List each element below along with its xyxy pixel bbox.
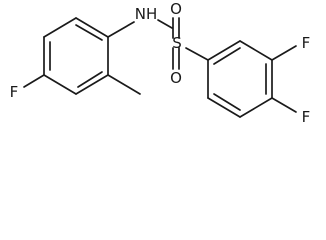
bond [43,74,77,95]
bond [239,97,273,118]
atom-label-fluorine-right-top: F [302,34,311,52]
bond-c-methyl [107,74,141,95]
atom-label-fluorine-left: F [10,83,19,101]
left-benzene-ring [43,17,109,95]
bond [207,40,241,61]
double-bond-inner [213,93,241,111]
bond-c-n [107,21,135,38]
chemical-structure-diagram: NH S O O F F F [10,0,311,126]
atom-label-oxygen-bottom: O [170,69,182,87]
bond [207,97,241,118]
bond-c-f [271,97,297,113]
bond-n-s [157,19,173,29]
bond [239,40,273,61]
atom-label-fluorine-right-bottom: F [302,108,311,126]
right-benzene-ring [207,40,273,118]
double-bond-inner [77,71,103,88]
bond [43,17,77,38]
double-bond-inner [213,47,241,65]
double-bond-inner [75,24,103,41]
bond [75,17,109,38]
atom-label-nh: NH [135,5,158,23]
atom-label-sulfur: S [172,34,182,52]
atom-label-oxygen-top: O [170,0,182,18]
bond-c-f [271,45,297,61]
bond-s-c [185,47,209,61]
bond-c-f [23,74,45,88]
bond [75,74,109,95]
